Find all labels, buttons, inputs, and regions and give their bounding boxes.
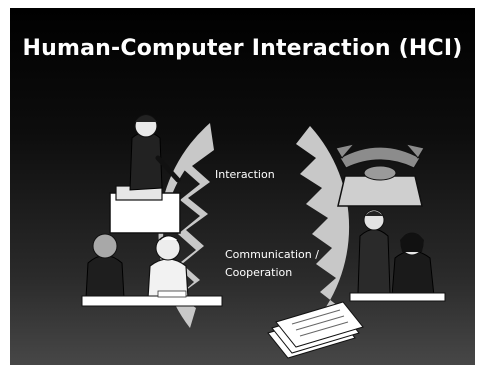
label-cooperation: Cooperation <box>225 266 293 279</box>
right-ring-half <box>296 126 350 328</box>
telephone-icon <box>335 143 425 207</box>
slide: Human-Computer Interaction (HCI) <box>10 8 475 365</box>
office-workers-icon <box>349 209 446 302</box>
slide-title: Human-Computer Interaction (HCI) <box>22 36 463 61</box>
label-communication: Communication / <box>225 248 319 261</box>
paper-stack-icon <box>267 301 364 359</box>
two-men-meeting-icon <box>81 233 223 307</box>
man-at-computer-icon <box>109 114 181 234</box>
label-communication-cooperation: Communication / Cooperation <box>225 246 345 282</box>
hci-illustration <box>81 114 446 359</box>
label-interaction: Interaction <box>215 168 275 181</box>
